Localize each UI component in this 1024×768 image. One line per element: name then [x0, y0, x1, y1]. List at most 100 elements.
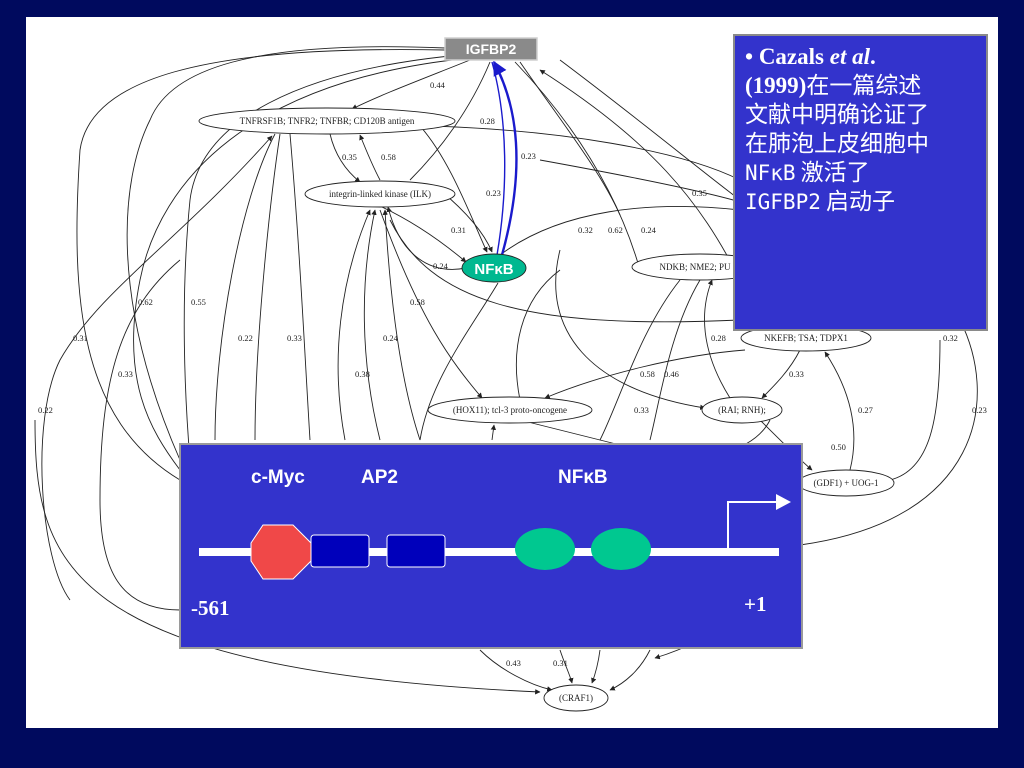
edge-label: 0.33: [634, 405, 649, 415]
edge: [704, 279, 731, 399]
edge-label: 0.55: [191, 297, 206, 307]
edge-label: 0.35: [692, 188, 707, 198]
edge-label: 0.58: [640, 369, 655, 379]
nfkb-site-shape-2: [591, 528, 651, 570]
promoter-line: [199, 548, 779, 556]
edge: [289, 133, 311, 441]
edge: [499, 206, 741, 256]
node-hox11: (HOX11); tcl-3 proto-oncogene: [427, 396, 593, 424]
citation-line-3: 在肺泡上皮细胞中: [745, 131, 929, 157]
citation-etal: et al: [829, 44, 870, 69]
edge-label: 0.28: [711, 333, 726, 343]
edge: [479, 649, 553, 692]
citation-line-4: NFκB 激活了: [745, 160, 870, 186]
node-label: TNFRSF1B; TNFR2; TNFBR; CD120B antigen: [240, 116, 415, 126]
node-label: NFκB: [474, 261, 513, 278]
edge: [514, 61, 641, 271]
edge: [126, 46, 446, 461]
citation-year-line: (1999)在一篇综述: [745, 73, 922, 99]
edge-label: 0.24: [433, 261, 449, 271]
edge: [419, 125, 488, 253]
ap2-site-shape-2: [386, 534, 446, 568]
edge: [41, 135, 273, 601]
node-igfbp2: IGFBP2: [444, 37, 538, 61]
edge-label: 0.27: [858, 405, 873, 415]
edge-label: 0.23: [972, 405, 987, 415]
edge: [379, 209, 483, 399]
nfkb-site-shape-1: [515, 528, 575, 570]
edge: [419, 282, 499, 441]
cmyc-site-shape: [250, 524, 312, 580]
edge: [609, 649, 651, 691]
edge: [76, 49, 446, 481]
edge: [539, 69, 741, 281]
citation-line-2: 文献中明确论证了: [745, 102, 929, 128]
edge-label: 0.58: [381, 152, 396, 162]
edge-label: 0.23: [521, 151, 536, 161]
node-label: (RAI; RNH);: [718, 405, 766, 415]
edge-label: 0.50: [831, 442, 846, 452]
label-cmyc: c-Myc: [251, 467, 305, 488]
network-edges: [34, 46, 978, 695]
edge: [409, 61, 491, 181]
edge: [133, 57, 471, 471]
edge-label: 0.28: [480, 116, 495, 126]
highlight-edge: [492, 60, 518, 256]
edge: [799, 319, 978, 546]
edge-label: 0.23: [486, 188, 501, 198]
edge-label: 0.24: [641, 225, 657, 235]
promoter-svg: c-Myc AP2 NFκB -561 +1: [191, 467, 791, 620]
edge: [519, 419, 621, 446]
edge: [649, 279, 701, 441]
edge-label: 0.62: [608, 225, 623, 235]
edge-label: 0.22: [38, 405, 53, 415]
label-nfkb: NFκB: [558, 467, 608, 488]
edge: [824, 351, 855, 471]
edge: [515, 269, 561, 401]
edge: [359, 134, 381, 181]
edge: [429, 125, 741, 181]
node-label: NDKB; NME2; PU: [659, 262, 731, 272]
highlight-edge: [491, 61, 506, 256]
edge: [34, 419, 541, 695]
edge: [559, 59, 741, 201]
edge: [386, 206, 467, 270]
edge: [389, 219, 741, 323]
edge-label: 0.32: [578, 225, 593, 235]
node-rai: (RAI; RNH);: [701, 396, 783, 424]
edge: [889, 339, 941, 481]
edge-label: 0.33: [789, 369, 804, 379]
node-gdf1: (GDF1) + UOG-1: [797, 469, 895, 497]
edge: [490, 424, 497, 441]
edge: [591, 649, 601, 684]
node-label: (CRAF1): [559, 693, 593, 703]
edge-label: 0.38: [355, 369, 370, 379]
ap2-site-shape-1: [310, 534, 370, 568]
edge-label: 0.31: [553, 658, 568, 668]
edge: [761, 349, 801, 399]
edge: [544, 349, 746, 399]
edge-label: 0.24: [383, 333, 399, 343]
node-label: (GDF1) + UOG-1: [813, 478, 878, 488]
edge: [214, 133, 276, 441]
edge-label: 0.31: [73, 333, 88, 343]
edge: [337, 209, 371, 441]
edge: [254, 133, 281, 441]
edge: [519, 61, 621, 216]
transcription-start-arrow: [727, 501, 776, 548]
citation-year: (1999): [745, 73, 807, 98]
citation-callout: • Cazals et al. (1999)在一篇综述 文献中明确论证了 在肺泡…: [733, 34, 988, 331]
promoter-schematic: c-Myc AP2 NFκB -561 +1: [179, 443, 803, 649]
node-label: (HOX11); tcl-3 proto-oncogene: [453, 405, 567, 415]
node-craf1: (CRAF1): [543, 684, 609, 712]
edge: [382, 209, 421, 441]
node-label: IGFBP2: [466, 41, 517, 57]
edge: [99, 259, 181, 611]
edge-label: 0.44: [430, 80, 446, 90]
position-end: +1: [744, 592, 766, 616]
edge-label: 0.31: [451, 225, 466, 235]
edge: [559, 649, 574, 684]
edge-label: 0.43: [506, 658, 521, 668]
